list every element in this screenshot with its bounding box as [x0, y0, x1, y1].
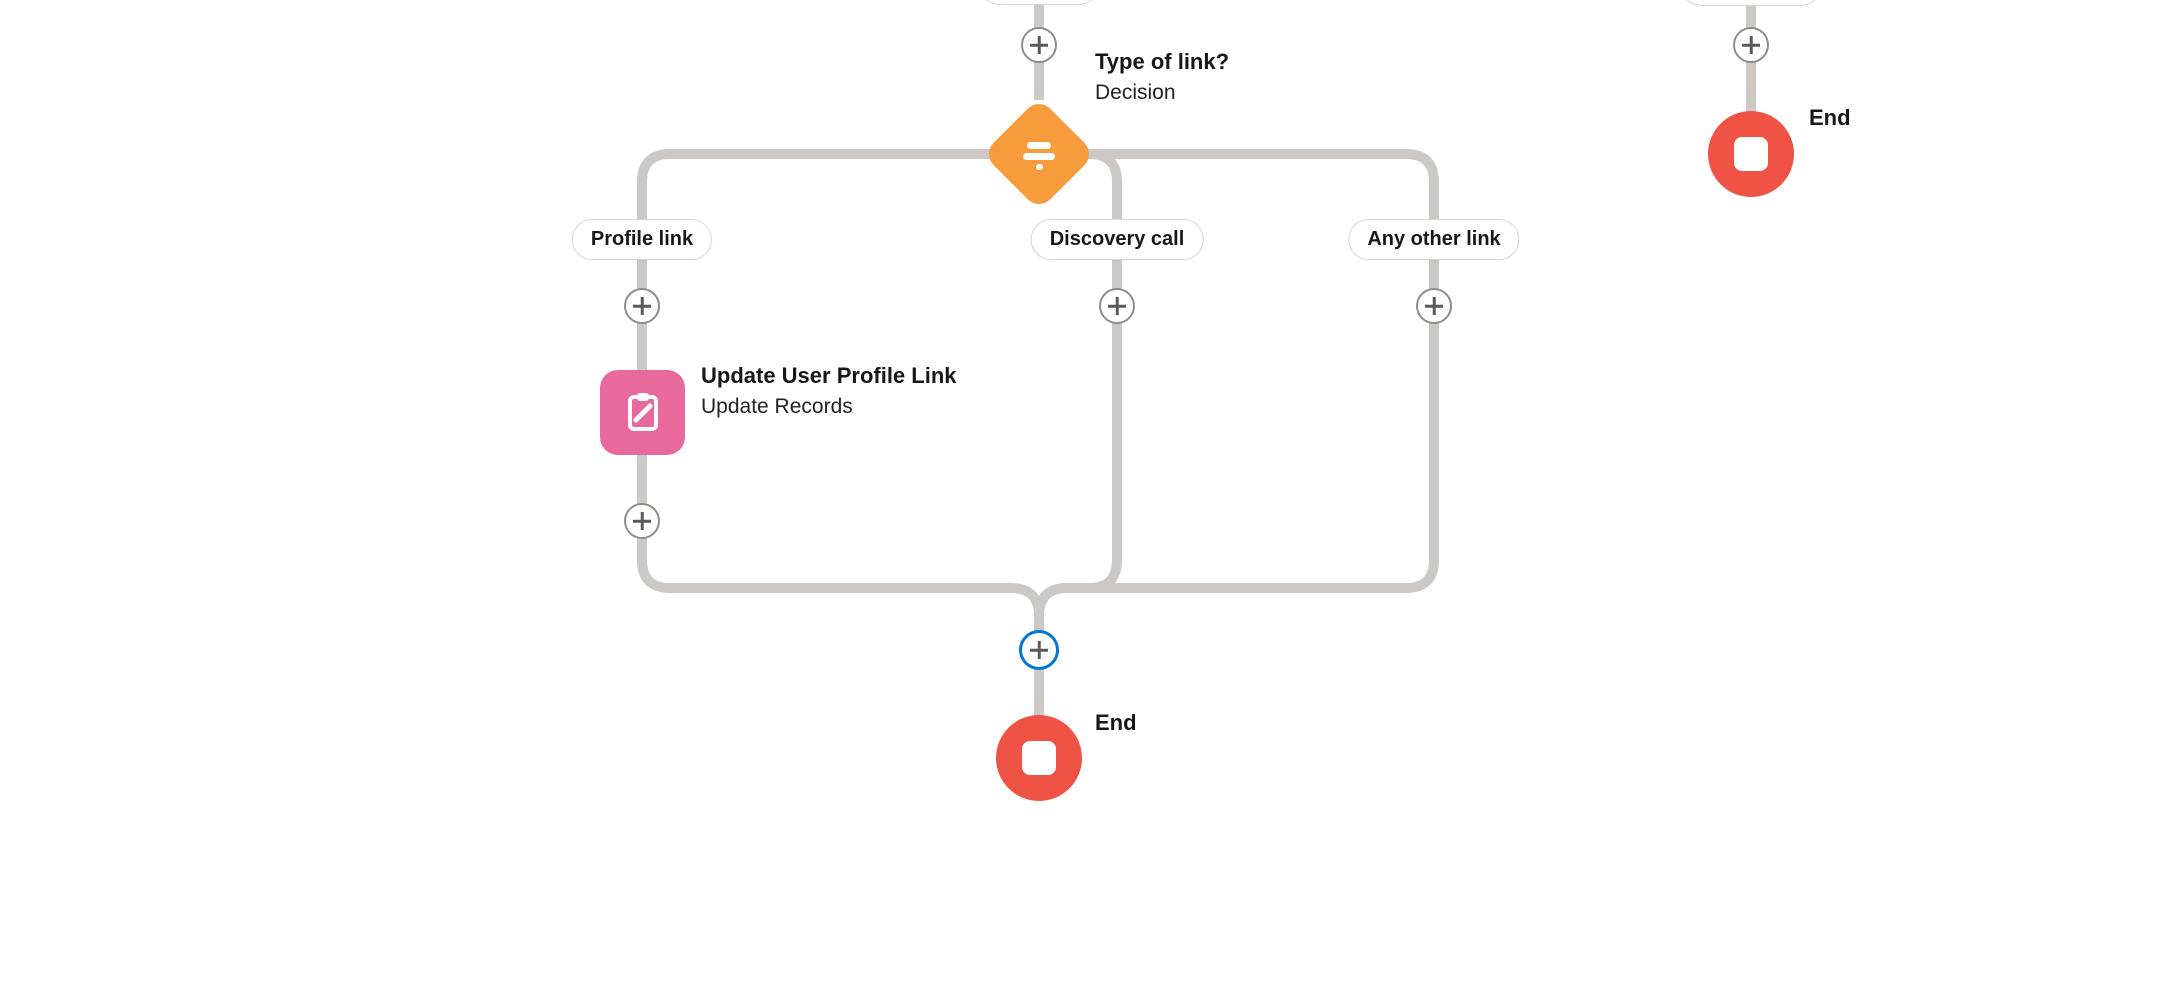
node-title: Update User Profile Link	[701, 363, 957, 388]
add-element-button-highlighted[interactable]	[1019, 630, 1059, 670]
flow-connector	[1039, 149, 1439, 545]
add-element-button[interactable]	[1733, 27, 1769, 63]
plus-icon	[633, 297, 651, 315]
branch-label-pill[interactable]: Discovery call	[1030, 219, 1204, 260]
end-node[interactable]	[1708, 111, 1794, 197]
decision-node[interactable]	[982, 97, 1096, 211]
plus-icon	[1108, 297, 1126, 315]
branch-label-pill[interactable]: Profile link	[571, 219, 713, 260]
plus-icon	[1425, 297, 1443, 315]
end-node-label: End	[1095, 710, 1137, 735]
flow-connector	[637, 540, 1044, 718]
plus-icon	[1742, 36, 1760, 54]
flow-connector	[1045, 149, 1122, 545]
add-element-button[interactable]	[1021, 27, 1057, 63]
flow-connector	[1060, 540, 1122, 593]
flow-connector	[1034, 540, 1439, 718]
update-records-node-label: Update User Profile Link Update Records	[701, 364, 957, 419]
record-update-icon	[619, 389, 667, 437]
end-node[interactable]	[996, 715, 1082, 801]
flow-connector	[637, 149, 1039, 545]
add-element-button[interactable]	[1099, 288, 1135, 324]
end-stop-icon	[1734, 137, 1768, 171]
end-node-label: End	[1809, 105, 1851, 130]
plus-icon	[1030, 641, 1048, 659]
decision-node-label: Type of link? Decision	[1095, 50, 1229, 105]
plus-icon	[633, 512, 651, 530]
add-element-button[interactable]	[1416, 288, 1452, 324]
update-records-node[interactable]	[600, 370, 685, 455]
node-subtitle: Decision	[1095, 81, 1176, 104]
branch-label-pill[interactable]: Any other link	[1348, 219, 1520, 260]
decision-signpost-icon	[1017, 132, 1061, 176]
add-element-button[interactable]	[624, 288, 660, 324]
node-title: Type of link?	[1095, 49, 1230, 74]
end-stop-icon	[1022, 741, 1056, 775]
truncated-label-pill	[1677, 0, 1825, 6]
node-subtitle: Update Records	[701, 395, 853, 418]
add-element-button[interactable]	[624, 503, 660, 539]
plus-icon	[1030, 36, 1048, 54]
